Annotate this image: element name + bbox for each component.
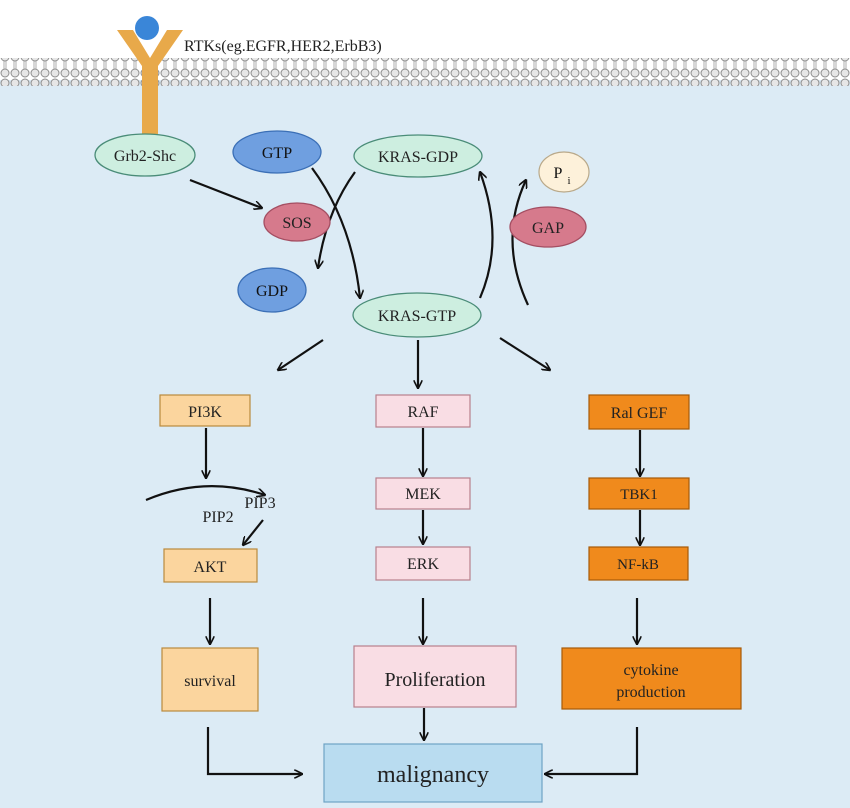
arrow-survival-to-malignancy bbox=[206, 727, 302, 774]
kras-gtp-node: KRAS-GTP bbox=[352, 292, 482, 338]
ligand-icon bbox=[135, 16, 159, 40]
kras-gtp-label: KRAS-GTP bbox=[378, 308, 456, 325]
akt-label: AKT bbox=[194, 559, 227, 576]
proliferation-label: Proliferation bbox=[384, 669, 485, 691]
pi-label: P bbox=[554, 165, 563, 182]
sos-label: SOS bbox=[282, 215, 311, 232]
pip3-label: PIP3 bbox=[244, 495, 275, 512]
malignancy-label: malignancy bbox=[377, 762, 489, 788]
kras-gdp-label: KRAS-GDP bbox=[378, 149, 458, 166]
raf-label: RAF bbox=[407, 404, 438, 421]
arrow-gtp-curve bbox=[311, 167, 360, 298]
proliferation-box: Proliferation bbox=[353, 645, 517, 708]
arrow-to-pi bbox=[511, 180, 529, 306]
tbk1-box: TBK1 bbox=[588, 477, 690, 510]
arrow-pip3-to-akt bbox=[243, 519, 264, 545]
arrow-kras-gtp-to-kras-gdp bbox=[480, 172, 494, 299]
arrow-pip2-curve bbox=[145, 485, 265, 502]
gdp-label: GDP bbox=[256, 283, 288, 300]
grb2-shc-node: Grb2-Shc bbox=[94, 133, 196, 177]
erk-box: ERK bbox=[375, 546, 471, 581]
pi3k-box: PI3K bbox=[159, 394, 251, 427]
pip2-label: PIP2 bbox=[202, 509, 233, 526]
erk-label: ERK bbox=[407, 556, 439, 573]
kras-gdp-node: KRAS-GDP bbox=[353, 134, 483, 178]
arrow-to-ralgef bbox=[499, 337, 550, 370]
gtp-label: GTP bbox=[262, 145, 292, 162]
akt-box: AKT bbox=[163, 548, 258, 583]
mek-label: MEK bbox=[405, 486, 441, 503]
gdp-node: GDP bbox=[237, 267, 307, 313]
mek-box: MEK bbox=[375, 477, 471, 510]
raf-box: RAF bbox=[375, 394, 471, 428]
sos-node: SOS bbox=[263, 202, 331, 242]
grb2-shc-label: Grb2-Shc bbox=[114, 148, 176, 165]
arrow-to-pi3k bbox=[278, 339, 324, 370]
gap-node: GAP bbox=[509, 206, 587, 248]
cytokine-label-line1: cytokine bbox=[623, 662, 678, 679]
ralgef-box: Ral GEF bbox=[588, 394, 690, 430]
cell-membrane bbox=[0, 58, 850, 86]
gap-label: GAP bbox=[532, 220, 564, 237]
pi3k-label: PI3K bbox=[188, 404, 222, 421]
arrows bbox=[145, 167, 640, 774]
arrow-kras-gdp-to-gdp bbox=[318, 171, 356, 268]
tbk1-label: TBK1 bbox=[620, 487, 658, 503]
survival-label: survival bbox=[184, 673, 236, 690]
pi-node: P i bbox=[538, 151, 590, 193]
nfkb-box: NF-kB bbox=[588, 546, 689, 581]
receptor-label: RTKs(eg.EGFR,HER2,ErbB3) bbox=[184, 38, 382, 55]
nfkb-label: NF-kB bbox=[617, 557, 659, 573]
rtk-receptor bbox=[117, 30, 183, 135]
survival-box: survival bbox=[161, 647, 259, 712]
gtp-node: GTP bbox=[232, 130, 322, 174]
malignancy-box: malignancy bbox=[323, 743, 543, 803]
cytokine-label-line2: production bbox=[616, 684, 685, 701]
arrow-cytokine-to-malignancy bbox=[545, 727, 639, 774]
cytokine-production-box: cytokine production bbox=[561, 647, 742, 710]
arrow-grb2-to-sos bbox=[189, 178, 262, 208]
pi-subscript: i bbox=[567, 175, 570, 187]
ralgef-label: Ral GEF bbox=[611, 405, 668, 422]
